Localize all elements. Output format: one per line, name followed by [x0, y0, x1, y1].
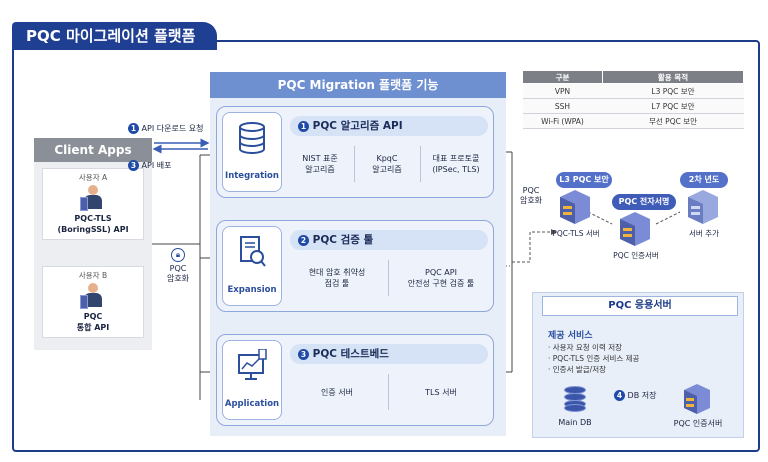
- module-title-2-text: PQC 검증 툴: [312, 234, 374, 246]
- integration-label: Integration: [225, 171, 279, 181]
- module-title-1: 1 PQC 알고리즘 API: [290, 116, 488, 136]
- app-server-header: PQC 응용서버: [542, 296, 738, 316]
- api-label-line2: 통합 API: [76, 323, 110, 332]
- divider: [388, 260, 389, 296]
- table-cell: 무선 PQC 보안: [602, 113, 744, 129]
- document-search-icon: [240, 236, 266, 267]
- pqc-auth-server-label: PQC 인증서버: [613, 251, 659, 260]
- platform-header: PQC Migration 플랫폼 기능: [210, 72, 506, 98]
- client-card-a: 사용자 A PQC-TLS (BoringSSL) API: [42, 168, 144, 240]
- main-db-label: Main DB: [558, 418, 592, 427]
- pill-pqc-signature: PQC 전자서명: [612, 194, 676, 210]
- service-item: · 인증서 발급/저장: [548, 365, 606, 374]
- app-auth-server-icon: [684, 384, 710, 414]
- client-card-b: 사용자 B PQC 통합 API: [42, 266, 144, 338]
- table-cell: L7 PQC 보안: [602, 98, 744, 114]
- added-server-icon: [688, 190, 718, 224]
- api-label-line1: PQC-TLS: [74, 214, 112, 223]
- step3-text: API 배포: [141, 161, 172, 170]
- module-num-1: 1: [298, 121, 309, 132]
- table-cell: L3 PQC 보안: [602, 83, 744, 99]
- divider: [388, 374, 389, 410]
- user-icon: [80, 185, 104, 211]
- step3-num: 3: [128, 160, 139, 171]
- table-cell: Wi-Fi (WPA): [522, 113, 603, 129]
- cell-vuln-check: 현대 암호 취약성 점검 툴: [308, 268, 366, 288]
- api-label-line2: (BoringSSL) API: [57, 225, 129, 234]
- module-title-1-text: PQC 알고리즘 API: [312, 120, 403, 132]
- table-header: 구분: [522, 70, 603, 84]
- cell-tls-server: TLS 서버: [425, 387, 457, 397]
- table-row: VPN L3 PQC 보안: [522, 83, 744, 99]
- db-store-label: 4 DB 저장: [614, 390, 656, 401]
- cell-nist: NIST 표준 알고리즘: [302, 154, 338, 174]
- user-label: 사용자 B: [78, 271, 108, 280]
- user-label: 사용자 A: [78, 173, 108, 182]
- module-num-2: 2: [298, 235, 309, 246]
- db-store-text: DB 저장: [627, 391, 657, 400]
- page-title: PQC 마이그레이션 플랫폼: [12, 22, 218, 50]
- monitor-chart-icon: [238, 348, 267, 380]
- module-title-3-text: PQC 테스트베드: [312, 348, 389, 360]
- db-store-num: 4: [614, 390, 625, 401]
- cell-kpqc: KpqC 알고리즘: [372, 154, 402, 174]
- application-icon-box: Application: [222, 340, 282, 420]
- divider: [420, 146, 421, 182]
- application-label: Application: [224, 399, 280, 409]
- pqc-tls-server-label: PQC-TLS 서버: [552, 229, 600, 238]
- expansion-icon-box: Expansion: [222, 226, 282, 306]
- module-num-3: 3: [298, 349, 309, 360]
- table-cell: SSH: [522, 98, 603, 114]
- pill-phase2: 2차 년도: [680, 172, 728, 188]
- lock-icon: 🔒︎: [171, 248, 185, 262]
- cell-api-verify: PQC API 안전성 구현 검증 툴: [407, 268, 475, 288]
- pqc-tls-server-icon: [560, 190, 590, 224]
- integration-icon-box: Integration: [222, 112, 282, 192]
- pqc-encrypt-right: PQC 암호화: [519, 186, 543, 205]
- client-apps-header: Client Apps: [34, 138, 152, 162]
- main-db-icon: [564, 386, 586, 412]
- pqc-auth-server-icon: [620, 212, 650, 246]
- table-cell: VPN: [522, 83, 603, 99]
- app-server-panel: [532, 292, 744, 438]
- table-row: Wi-Fi (WPA) 무선 PQC 보안: [522, 113, 744, 129]
- cell-protocol: 대표 프로토콜 (IPSec, TLS): [432, 154, 480, 174]
- database-icon: [239, 122, 265, 154]
- table-row: SSH L7 PQC 보안: [522, 98, 744, 114]
- services-title: 제공 서비스: [548, 331, 593, 341]
- cell-auth-server: 인증 서버: [321, 387, 353, 397]
- app-auth-server-label: PQC 인증서버: [673, 419, 723, 428]
- pill-l3-security: L3 PQC 보안: [556, 172, 612, 188]
- service-item: · PQC-TLS 인증 서비스 제공: [548, 354, 640, 363]
- step1-num: 1: [128, 123, 139, 134]
- module-title-3: 3 PQC 테스트베드: [290, 344, 488, 364]
- divider: [354, 146, 355, 182]
- table-header: 활용 목적: [602, 70, 744, 84]
- step3-label: 3 API 배포: [128, 160, 171, 171]
- step1-label: 1 API 다운로드 요청: [128, 123, 203, 134]
- expansion-label: Expansion: [227, 285, 277, 295]
- pqc-encrypt-left: 🔒︎ PQC 암호화: [158, 248, 198, 284]
- step1-text: API 다운로드 요청: [141, 124, 204, 133]
- services-list: · 사용자 요청 이력 저장 · PQC-TLS 인증 서비스 제공 · 인증서…: [548, 342, 639, 375]
- api-label-line1: PQC: [83, 312, 103, 321]
- diagram-frame: [12, 40, 760, 452]
- server-add-label: 서버 추가: [689, 229, 719, 238]
- service-item: · 사용자 요청 이력 저장: [548, 343, 623, 352]
- module-title-2: 2 PQC 검증 툴: [290, 230, 488, 250]
- pqc-encrypt-left-text: PQC 암호화: [166, 264, 190, 283]
- user-icon: [80, 283, 104, 309]
- purpose-table: 구분 활용 목적 VPN L3 PQC 보안 SSH L7 PQC 보안 Wi-…: [522, 70, 744, 129]
